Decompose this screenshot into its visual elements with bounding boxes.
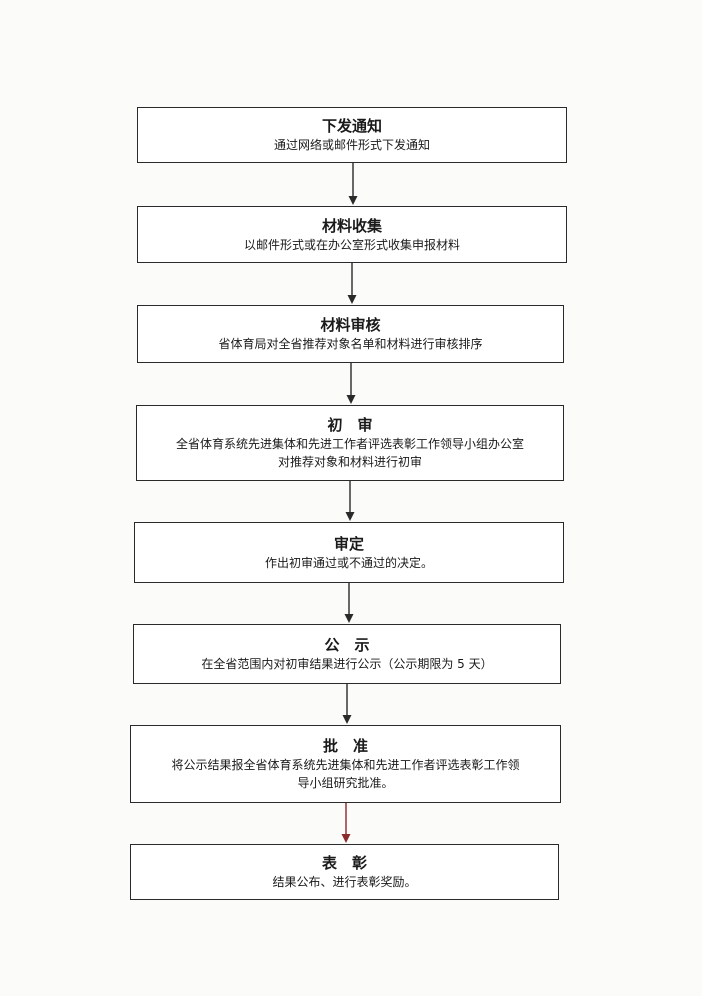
arrow-down-icon [341, 803, 351, 843]
step-description-line-2: 对推荐对象和材料进行初审 [277, 455, 422, 469]
step-approval: 批 准 将公示结果报全省体育系统先进集体和先进工作者评选表彰工作领 导小组研究批… [130, 725, 561, 803]
step-title: 表 彰 [321, 854, 367, 872]
arrow-down-icon [348, 163, 358, 205]
step-collect-materials: 材料收集 以邮件形式或在办公室形式收集申报材料 [137, 206, 567, 263]
step-title: 材料审核 [320, 316, 381, 334]
step-description: 结果公布、进行表彰奖励。 [272, 875, 417, 889]
step-description-line-1: 将公示结果报全省体育系统先进集体和先进工作者评选表彰工作领 [171, 758, 520, 772]
step-commendation: 表 彰 结果公布、进行表彰奖励。 [130, 844, 559, 900]
step-description-line-2: 导小组研究批准。 [297, 776, 394, 790]
step-description: 在全省范围内对初审结果进行公示（公示期限为 5 天） [201, 657, 493, 671]
step-description: 以邮件形式或在办公室形式收集申报材料 [243, 237, 460, 252]
step-title: 审定 [333, 534, 364, 553]
step-title: 公 示 [324, 636, 370, 654]
step-publicity: 公 示 在全省范围内对初审结果进行公示（公示期限为 5 天） [133, 624, 561, 684]
step-title: 批 准 [322, 737, 368, 755]
arrow-down-icon [345, 481, 355, 521]
step-determination: 审定 作出初审通过或不通过的决定。 [134, 522, 564, 583]
step-issue-notice: 下发通知 通过网络或邮件形式下发通知 [137, 107, 567, 163]
step-title: 下发通知 [321, 117, 382, 135]
step-description: 通过网络或邮件形式下发通知 [273, 138, 430, 152]
step-preliminary-review: 初 审 全省体育系统先进集体和先进工作者评选表彰工作领导小组办公室 对推荐对象和… [136, 405, 564, 481]
step-description-line-1: 全省体育系统先进集体和先进工作者评选表彰工作领导小组办公室 [175, 437, 524, 451]
step-title: 初 审 [327, 416, 373, 434]
arrow-down-icon [346, 363, 356, 404]
arrow-down-icon [347, 263, 357, 304]
arrow-down-icon [342, 684, 352, 724]
arrow-down-icon [344, 583, 354, 623]
step-review-materials: 材料审核 省体育局对全省推荐对象名单和材料进行审核排序 [137, 305, 564, 363]
step-description: 省体育局对全省推荐对象名单和材料进行审核排序 [218, 337, 483, 351]
step-description: 作出初审通过或不通过的决定。 [264, 555, 433, 570]
step-title: 材料收集 [321, 216, 382, 235]
